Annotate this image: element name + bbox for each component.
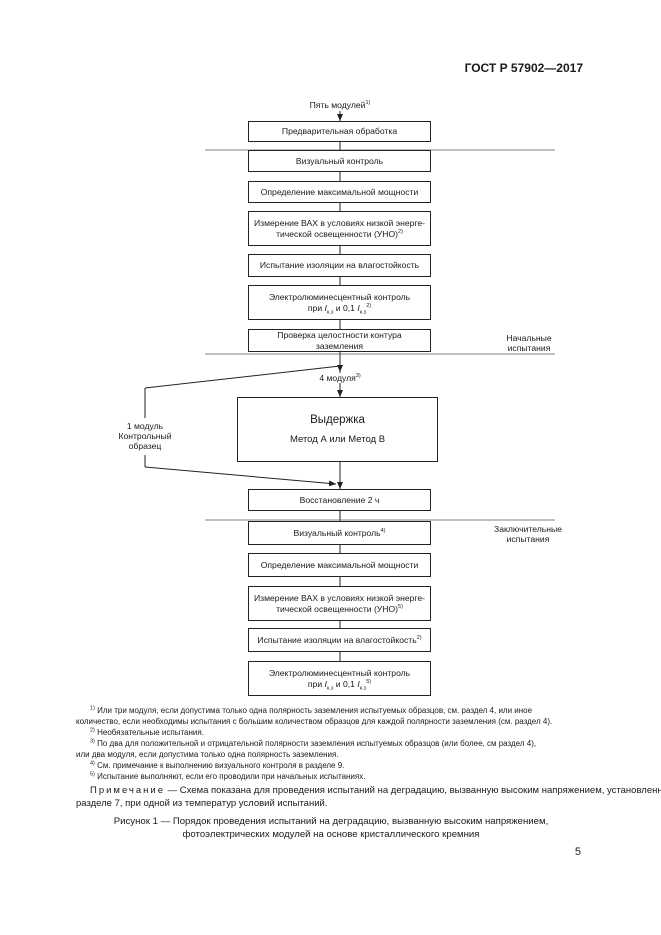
- step-insulation-initial: Испытание изоляции на влагостойкость: [248, 254, 431, 277]
- footnote-3: 3) По два для положительной и отрицатель…: [90, 738, 537, 748]
- footnote-2: 2) Необязательные испытания.: [90, 727, 204, 737]
- step-iv-low-initial: Измерение ВАХ в условиях низкой энерге- …: [248, 211, 431, 246]
- step-insulation-final: Испытание изоляции на влагостойкость2): [248, 628, 431, 652]
- step-max-power-final: Определение максимальной мощности: [248, 553, 431, 577]
- initial-section-label: Начальные испытания: [506, 333, 552, 353]
- note-line-2: разделе 7, при одной из температур услов…: [76, 798, 328, 809]
- step-visual-initial: Визуальный контроль: [248, 150, 431, 172]
- figure-caption: Рисунок 1 — Порядок проведения испытаний…: [76, 815, 586, 841]
- step-grounding: Проверка целостности контура заземления: [248, 329, 431, 352]
- step-max-power-initial: Определение максимальной мощности: [248, 181, 431, 203]
- footnotes: 1) Или три модуля, если допустима только…: [76, 705, 586, 782]
- step-el-initial: Электролюминесцентный контроль при Iк.з …: [248, 285, 431, 320]
- control-sample-label: 1 модуль Контрольный образец: [105, 421, 185, 451]
- note-label: Примечание: [90, 785, 165, 796]
- control-branch-line: [144, 365, 341, 389]
- step-iv-low-final: Измерение ВАХ в условиях низкой энерге- …: [248, 586, 431, 621]
- step-preprocessing: Предварительная обработка: [248, 121, 431, 142]
- footnote-1-cont: количество, если необходимы испытания с …: [76, 717, 553, 726]
- control-branch-return: [144, 466, 337, 487]
- stress-box: Выдержка Метод А или Метод В: [237, 397, 438, 462]
- footnote-5: 5) Испытание выполняют, если его проводи…: [90, 771, 366, 781]
- page-number: 5: [574, 846, 581, 858]
- five-modules-label: Пять модулей1): [309, 100, 371, 110]
- footnote-1: 1) Или три модуля, если допустима только…: [90, 705, 533, 715]
- stress-methods: Метод А или Метод В: [289, 434, 386, 445]
- note: Примечание — Схема показана для проведен…: [76, 784, 661, 810]
- step-recovery: Восстановление 2 ч: [248, 489, 431, 511]
- standard-number: ГОСТ Р 57902—2017: [464, 61, 583, 75]
- footnote-3-cont: или два модуля, если допустима только од…: [76, 750, 339, 759]
- note-line-1: — Схема показана для проведения испытани…: [165, 785, 661, 796]
- footnote-4: 4) См. примечание к выполнению визуально…: [90, 760, 345, 770]
- stress-title: Выдержка: [310, 414, 365, 426]
- caption-line-2: фотоэлектрических модулей на основе крис…: [182, 829, 480, 840]
- final-section-label: Заключительные испытания: [494, 524, 562, 544]
- step-el-final: Электролюминесцентный контроль при Iк.з …: [248, 661, 431, 696]
- step-visual-final: Визуальный контроль4): [248, 521, 431, 545]
- caption-line-1: Рисунок 1 — Порядок проведения испытаний…: [113, 816, 549, 827]
- four-modules-label: 4 модуля3): [300, 373, 380, 383]
